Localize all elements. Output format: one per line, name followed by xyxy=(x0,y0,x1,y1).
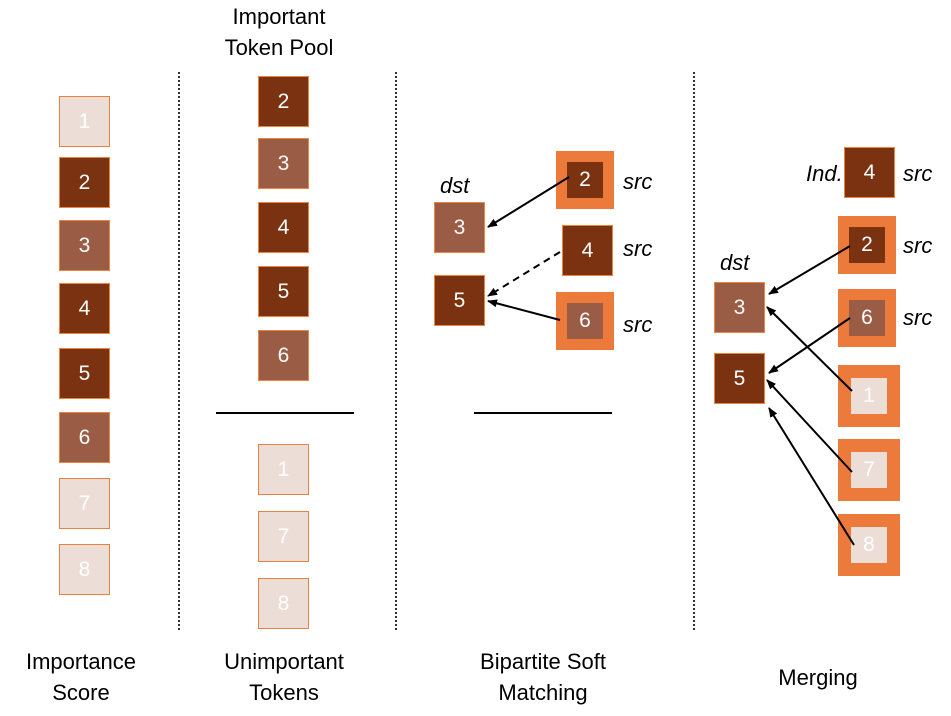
bip-dst-token-5: 5 xyxy=(434,275,485,326)
separator-2 xyxy=(395,72,397,630)
merge-src-ring-1: 1 xyxy=(838,365,900,427)
merge-src-label-2: src xyxy=(903,233,933,258)
caption-bipartite: Bipartite Soft Matching xyxy=(453,646,633,708)
caption-bipartite-line1: Bipartite Soft xyxy=(480,649,606,674)
col1-token-8: 8 xyxy=(59,544,110,595)
unimp-token-8: 8 xyxy=(258,578,309,629)
caption-unimportant-line1: Unimportant xyxy=(224,649,344,674)
bip-src-label-2: src xyxy=(623,169,653,194)
bip-src-token-4: 4 xyxy=(562,225,613,276)
merge-src-ring-2: 2 xyxy=(838,216,896,274)
col1-token-3: 3 xyxy=(59,220,110,271)
unimp-token-7: 7 xyxy=(258,511,309,562)
caption-unimportant-line2: Tokens xyxy=(249,680,319,705)
important-pool-line2: Token Pool xyxy=(224,35,334,60)
ind-token-4: 4 xyxy=(844,147,895,198)
merge-src-token-2: 2 xyxy=(849,227,885,263)
merge-dst-token-3: 3 xyxy=(714,282,765,333)
bip-src-label-4: src xyxy=(623,236,653,261)
merge-src-ring-7: 7 xyxy=(838,439,900,501)
caption-unimportant-tokens: Unimportant Tokens xyxy=(209,646,359,708)
separator-3 xyxy=(693,72,695,630)
pool-token-5: 5 xyxy=(258,266,309,317)
bip-src-token-2: 2 xyxy=(567,162,603,198)
separator-1 xyxy=(178,72,180,630)
merge-dst-token-5: 5 xyxy=(714,353,765,404)
bip-divider xyxy=(474,412,612,414)
caption-bipartite-line2: Matching xyxy=(498,680,588,705)
pool-token-3: 3 xyxy=(258,138,309,189)
pool-divider xyxy=(216,412,354,414)
merge-src-token-6: 6 xyxy=(849,300,885,336)
caption-importance-line1: Importance xyxy=(25,649,137,674)
important-pool-title: Important Token Pool xyxy=(204,1,354,63)
caption-importance-line2: Score xyxy=(52,680,110,705)
caption-merging: Merging xyxy=(778,665,858,690)
pool-token-2: 2 xyxy=(258,76,309,127)
merge-src-label-6: src xyxy=(903,305,933,330)
bip-src-ring-6: 6 xyxy=(556,292,614,350)
merge-src-ring-8: 8 xyxy=(838,514,900,576)
caption-importance-score: Importance Score xyxy=(6,646,156,708)
merge-src-token-7: 7 xyxy=(851,452,887,488)
ind-src-label: src xyxy=(903,161,933,186)
bip-src-ring-2: 2 xyxy=(556,151,614,209)
bip-src-label-6: src xyxy=(623,312,653,337)
bip-dst-token-3: 3 xyxy=(434,202,485,253)
unimp-token-1: 1 xyxy=(258,444,309,495)
arrow-bip-6-to-5 xyxy=(487,299,561,321)
merge-src-token-1: 1 xyxy=(851,378,887,414)
important-pool-line1: Important xyxy=(232,4,326,29)
merge-dst-label: dst xyxy=(720,250,750,275)
col1-token-2: 2 xyxy=(59,157,110,208)
pool-token-4: 4 xyxy=(258,202,309,253)
col1-token-6: 6 xyxy=(59,412,110,463)
merge-src-token-8: 8 xyxy=(851,527,887,563)
col1-token-5: 5 xyxy=(59,348,110,399)
arrow-bip-4-to-5 xyxy=(487,251,561,297)
col1-token-7: 7 xyxy=(59,478,110,529)
bip-src-token-6: 6 xyxy=(567,303,603,339)
bip-dst-label: dst xyxy=(440,173,470,198)
col1-token-4: 4 xyxy=(59,283,110,334)
merge-src-ring-6: 6 xyxy=(838,289,896,347)
col1-token-1: 1 xyxy=(59,96,110,147)
pool-token-6: 6 xyxy=(258,330,309,381)
ind-label: Ind. xyxy=(806,161,843,186)
